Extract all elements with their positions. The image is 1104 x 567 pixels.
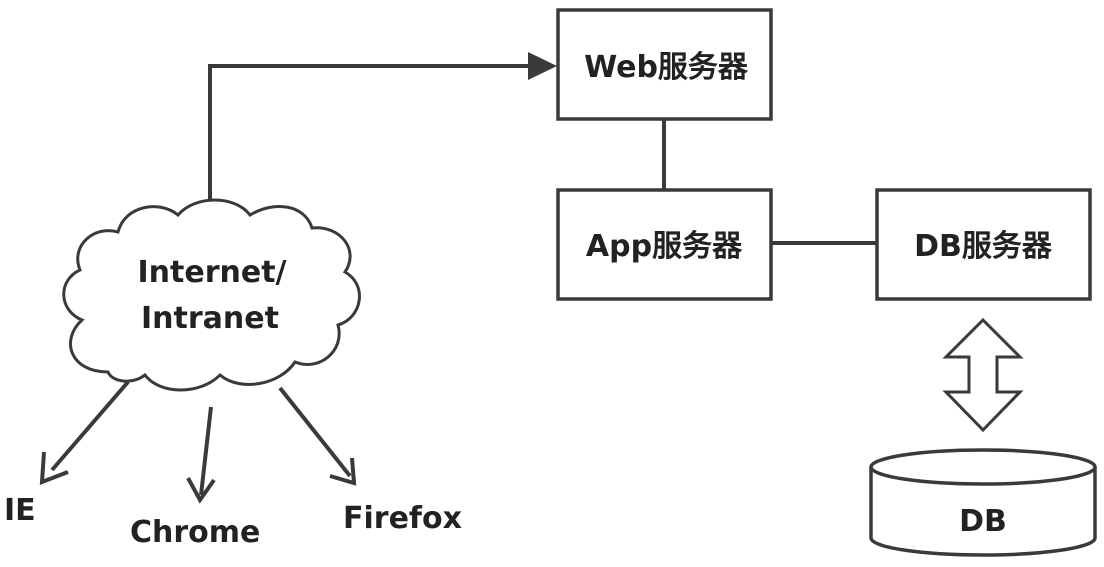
browser-label-ie: IE [4,493,36,528]
arrow-to-firefox [278,386,357,486]
bidirectional-arrow-icon [942,317,1024,433]
app-server-label: App服务器 [586,229,743,264]
app-server-box: App服务器 [556,188,773,301]
arrow-to-chrome [186,406,216,504]
cloud-shape [62,198,361,392]
database-cylinder: DB [869,448,1097,557]
internet-cloud: Internet/ Intranet [62,198,361,392]
browser-label-firefox: Firefox [343,501,462,536]
arrow-to-ie [39,380,130,485]
arrowhead-to-web-server [528,52,557,80]
database-label: DB [959,504,1007,539]
cloud-label-line2: Intranet [141,301,279,336]
browser-label-chrome: Chrome [130,515,260,550]
web-server-box: Web服务器 [556,8,773,121]
web-server-label: Web服务器 [584,50,749,85]
cloud-label-line1: Internet/ [137,255,286,290]
db-server-label: DB服务器 [914,229,1053,264]
cloud-to-web-connector [208,52,557,220]
db-server-box: DB服务器 [875,188,1092,301]
